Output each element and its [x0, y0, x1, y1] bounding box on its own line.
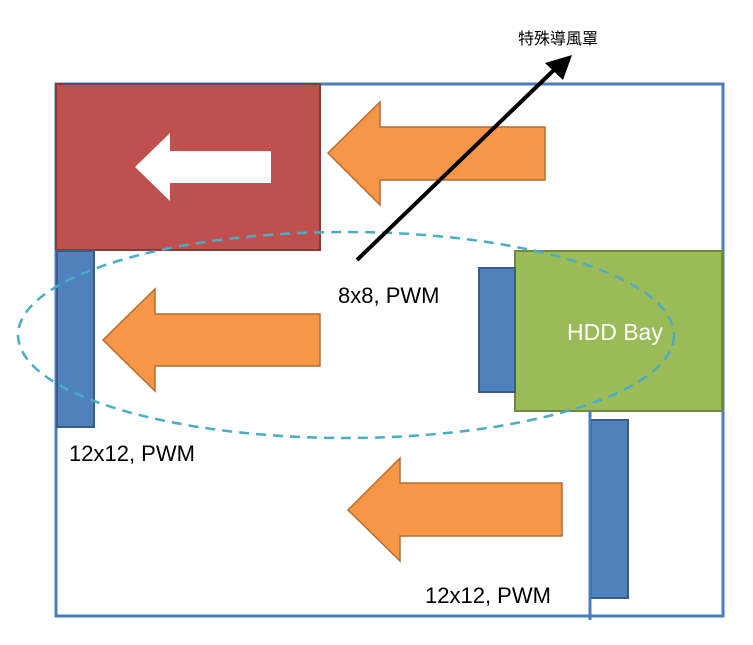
- airflow-arrow-middle: [101, 287, 321, 393]
- airflow-arrow-top: [326, 100, 546, 207]
- duct-annotation-arrow-line: [355, 66, 558, 262]
- airflow-arrow-bottom: [346, 456, 563, 563]
- fan-front-label: 8x8, PWM: [338, 283, 440, 308]
- fan-bottom-12x12: [590, 419, 629, 599]
- psu-exhaust-arrow: [135, 133, 271, 201]
- fan-front-8x8: [478, 267, 516, 393]
- psu-block: [55, 83, 321, 251]
- hdd-bay-label: HDD Bay: [567, 319, 663, 345]
- duct-ellipse: [16, 230, 676, 440]
- fan-rear-label: 12x12, PWM: [69, 441, 195, 466]
- fan-rear-12x12: [56, 250, 95, 428]
- fan-bottom-label: 12x12, PWM: [425, 583, 551, 608]
- duct-annotation-label: 特殊導風罩: [518, 29, 599, 48]
- duct-annotation-arrowhead: [545, 55, 572, 80]
